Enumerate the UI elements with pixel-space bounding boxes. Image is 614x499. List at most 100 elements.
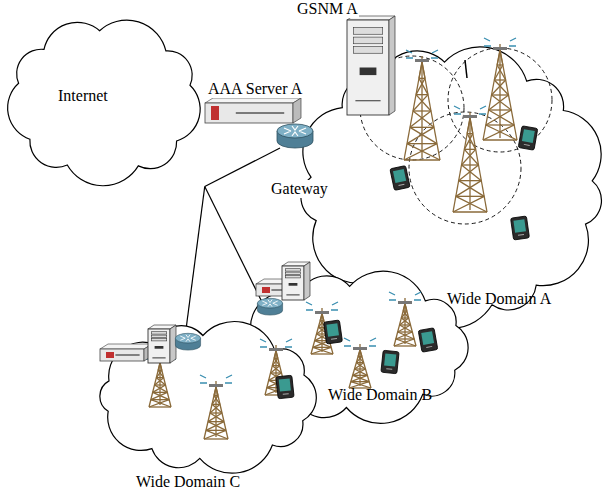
line-shape	[318, 321, 324, 328]
device-screen	[326, 323, 339, 336]
antenna-mark	[465, 60, 467, 78]
rect-shape	[285, 276, 300, 278]
line-shape	[206, 422, 224, 431]
line-shape	[331, 338, 337, 340]
line-shape	[210, 413, 224, 422]
signal-mark	[406, 50, 413, 58]
line-shape	[499, 44, 500, 138]
line-shape	[272, 358, 278, 365]
line-shape	[320, 314, 322, 321]
line-shape	[355, 363, 364, 369]
device-label: AAA Server A	[207, 80, 303, 98]
router-symbol	[257, 298, 282, 315]
line-shape	[494, 79, 505, 80]
line-shape	[489, 109, 512, 110]
cloud-outline	[88, 315, 328, 497]
rect-shape	[285, 269, 300, 271]
antenna-tower	[344, 338, 376, 388]
line-shape	[152, 357, 165, 358]
device-screen	[421, 331, 434, 345]
rect-shape	[205, 103, 293, 123]
line-shape	[486, 125, 517, 140]
rect-shape	[262, 287, 270, 293]
handheld-device	[390, 166, 410, 191]
line-shape	[410, 127, 434, 128]
line-shape	[401, 318, 410, 325]
rect-shape	[106, 352, 114, 358]
ellipse-shape	[277, 124, 313, 138]
line-shape	[410, 127, 437, 143]
signal-mark	[454, 106, 461, 114]
antenna-tower	[453, 106, 487, 212]
line-shape	[399, 184, 405, 185]
device-screen	[522, 129, 535, 143]
domain-cloud: Wide Domain C	[88, 315, 328, 497]
line-shape	[486, 124, 514, 125]
line-shape	[426, 346, 432, 347]
network-link	[205, 148, 280, 187]
line-shape	[421, 56, 422, 158]
computer-tower	[282, 262, 310, 300]
cloud-shape	[100, 322, 316, 474]
line-shape	[483, 139, 517, 140]
line-shape	[407, 127, 434, 143]
line-shape	[416, 94, 428, 95]
line-shape	[464, 134, 473, 150]
line-shape	[274, 351, 276, 358]
line-shape	[212, 396, 218, 405]
rect-shape	[511, 216, 530, 240]
line-shape	[459, 165, 479, 181]
rect-shape	[381, 350, 399, 374]
line-shape	[236, 112, 284, 113]
device-label: GSNM A	[296, 0, 359, 18]
line-shape	[403, 304, 405, 311]
line-shape	[459, 181, 485, 197]
antenna-tower	[404, 50, 440, 160]
line-shape	[115, 354, 139, 355]
line-shape	[271, 366, 280, 373]
rect-shape	[390, 166, 410, 191]
line-shape	[413, 111, 434, 127]
rect-shape	[518, 126, 538, 150]
line-shape	[206, 430, 228, 439]
line-shape	[353, 375, 370, 381]
line-shape	[396, 332, 413, 339]
line-shape	[156, 378, 165, 385]
signal-mark	[260, 339, 267, 347]
line-shape	[492, 95, 512, 110]
signal-mark	[306, 302, 313, 310]
computer-tower	[148, 325, 176, 363]
antenna-head	[209, 384, 223, 387]
device-screen	[393, 169, 406, 183]
line-shape	[358, 350, 360, 356]
antenna-head	[269, 348, 283, 351]
line-shape	[410, 111, 431, 127]
line-shape	[419, 62, 422, 78]
rect-shape	[151, 335, 166, 337]
server-box	[100, 344, 152, 361]
path-shape	[284, 126, 306, 136]
line-shape	[355, 100, 380, 101]
rect-shape	[324, 320, 343, 344]
line-shape	[311, 347, 331, 354]
line-shape	[355, 369, 368, 375]
line-shape	[208, 422, 226, 431]
line-shape	[155, 385, 168, 392]
line-shape	[524, 144, 530, 145]
line-shape	[286, 294, 299, 295]
line-shape	[416, 95, 431, 111]
ellipse-shape	[175, 333, 200, 343]
rect-shape	[353, 47, 382, 54]
line-shape	[462, 164, 479, 165]
line-shape	[394, 339, 414, 346]
line-shape	[206, 430, 226, 431]
rect-shape	[353, 28, 382, 35]
line-shape	[486, 110, 512, 125]
rect-shape	[155, 346, 164, 349]
line-shape	[204, 438, 228, 439]
path-shape	[293, 98, 301, 123]
line-shape	[356, 356, 361, 362]
line-shape	[149, 400, 169, 407]
device-screen	[513, 219, 526, 232]
